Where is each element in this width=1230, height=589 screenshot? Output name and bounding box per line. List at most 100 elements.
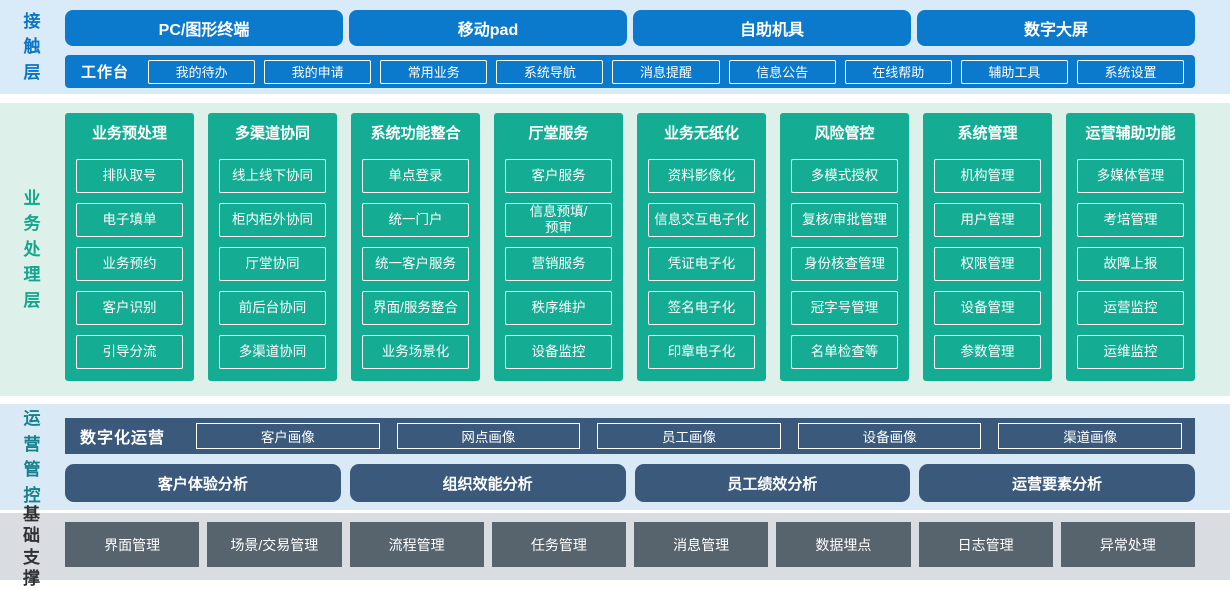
business-item: 凭证电子化 bbox=[648, 247, 755, 281]
business-column-title: 业务预处理 bbox=[91, 125, 167, 142]
business-column-title: 业务无纸化 bbox=[663, 125, 739, 142]
contact-layer-band: 接触层 PC/图形终端 移动pad 自助机具 数字大屏 工作台 我的待办 我的申… bbox=[0, 0, 1230, 94]
digital-operations-item: 客户画像 bbox=[196, 423, 380, 449]
business-item: 多渠道协同 bbox=[219, 335, 326, 369]
business-item: 考培管理 bbox=[1077, 203, 1184, 237]
business-item: 资料影像化 bbox=[648, 159, 755, 193]
business-column: 厅堂服务 客户服务 信息预填/ 预审 营销服务 秩序维护 设备监控 bbox=[494, 113, 623, 381]
digital-operations-item: 设备画像 bbox=[797, 423, 982, 449]
operations-control-label: 运营管控 bbox=[0, 404, 64, 510]
business-columns: 业务预处理 排队取号 电子填单 业务预约 客户识别 引导分流 多渠道协同 bbox=[65, 103, 1195, 381]
base-support-band: 基础支撑 界面管理 场景/交易管理 流程管理 任务管理 消息管理 数据埋点 日志… bbox=[0, 505, 1230, 588]
business-item: 机构管理 bbox=[934, 159, 1041, 193]
business-item: 前后台协同 bbox=[219, 291, 326, 325]
base-support-item: 异常处理 bbox=[1060, 522, 1195, 567]
operations-control-label-text: 运营管控 bbox=[23, 409, 41, 505]
base-support-item: 任务管理 bbox=[491, 522, 626, 567]
business-item: 客户服务 bbox=[505, 159, 612, 193]
business-column: 风险管控 多模式授权 复核/审批管理 身份核查管理 冠字号管理 名单检查等 bbox=[780, 113, 909, 381]
business-item: 信息预填/ 预审 bbox=[505, 203, 612, 237]
terminal-row: PC/图形终端 移动pad 自助机具 数字大屏 bbox=[65, 0, 1195, 46]
business-column-title: 系统管理 bbox=[957, 125, 1018, 142]
terminal-box: 数字大屏 bbox=[917, 10, 1195, 46]
business-item: 设备管理 bbox=[934, 291, 1041, 325]
business-column: 运营辅助功能 多媒体管理 考培管理 故障上报 运营监控 运维监控 bbox=[1066, 113, 1195, 381]
workbench-item: 系统设置 bbox=[1076, 59, 1184, 84]
base-support-item: 场景/交易管理 bbox=[207, 522, 342, 567]
digital-operations-item: 渠道画像 bbox=[998, 423, 1182, 449]
business-item: 柜内柜外协同 bbox=[219, 203, 326, 237]
business-layer-label-text: 业务处理层 bbox=[23, 188, 41, 310]
digital-operations-label: 数字化运营 bbox=[80, 430, 166, 447]
workbench-label: 工作台 bbox=[81, 64, 130, 81]
base-support-item: 日志管理 bbox=[918, 522, 1053, 567]
base-support-item: 消息管理 bbox=[634, 522, 769, 567]
business-column: 系统管理 机构管理 用户管理 权限管理 设备管理 参数管理 bbox=[923, 113, 1052, 381]
business-item: 秩序维护 bbox=[505, 291, 612, 325]
business-item: 冠字号管理 bbox=[791, 291, 898, 325]
business-column-title: 运营辅助功能 bbox=[1085, 125, 1176, 142]
analysis-box: 客户体验分析 bbox=[65, 464, 341, 502]
business-column-title: 厅堂服务 bbox=[528, 125, 589, 142]
contact-layer-label: 接触层 bbox=[0, 0, 64, 94]
business-item: 运维监控 bbox=[1077, 335, 1184, 369]
terminal-box: 移动pad bbox=[349, 10, 627, 46]
business-item: 参数管理 bbox=[934, 335, 1041, 369]
business-item: 引导分流 bbox=[76, 335, 183, 369]
business-layer-band: 业务处理层 业务预处理 排队取号 电子填单 业务预约 客户识别 引导分流 bbox=[0, 103, 1230, 396]
business-item: 权限管理 bbox=[934, 247, 1041, 281]
business-item: 业务预约 bbox=[76, 247, 183, 281]
business-layer-label: 业务处理层 bbox=[0, 103, 64, 396]
business-item: 界面/服务整合 bbox=[362, 291, 469, 325]
business-item: 印章电子化 bbox=[648, 335, 755, 369]
business-column-title: 多渠道协同 bbox=[234, 125, 310, 142]
terminal-box: 自助机具 bbox=[633, 10, 911, 46]
operations-control-band: 运营管控 数字化运营 客户画像 网点画像 员工画像 设备画像 渠道画像 客户体验… bbox=[0, 404, 1230, 510]
workbench-item: 辅助工具 bbox=[960, 59, 1068, 84]
business-column-title: 系统功能整合 bbox=[370, 125, 461, 142]
business-item: 多媒体管理 bbox=[1077, 159, 1184, 193]
business-item: 名单检查等 bbox=[791, 335, 898, 369]
business-column: 系统功能整合 单点登录 统一门户 统一客户服务 界面/服务整合 业务场景化 bbox=[351, 113, 480, 381]
business-item: 客户识别 bbox=[76, 291, 183, 325]
business-column: 业务无纸化 资料影像化 信息交互电子化 凭证电子化 签名电子化 印章电子化 bbox=[637, 113, 766, 381]
analysis-box: 组织效能分析 bbox=[349, 464, 626, 502]
business-item: 运营监控 bbox=[1077, 291, 1184, 325]
business-item: 身份核查管理 bbox=[791, 247, 898, 281]
workbench-item: 消息提醒 bbox=[612, 59, 720, 84]
base-support-item: 界面管理 bbox=[65, 522, 200, 567]
base-support-item: 数据埋点 bbox=[776, 522, 911, 567]
workbench-bar: 工作台 我的待办 我的申请 常用业务 系统导航 消息提醒 信息公告 在线帮助 辅… bbox=[65, 55, 1195, 88]
business-column-title: 风险管控 bbox=[814, 125, 875, 142]
digital-operations-item: 员工画像 bbox=[597, 423, 781, 449]
workbench-item: 在线帮助 bbox=[844, 59, 952, 84]
business-item: 营销服务 bbox=[505, 247, 612, 281]
base-support-label: 基础支撑 bbox=[0, 505, 64, 588]
workbench-item: 我的待办 bbox=[148, 59, 256, 84]
business-item: 排队取号 bbox=[76, 159, 183, 193]
digital-operations-bar: 数字化运营 客户画像 网点画像 员工画像 设备画像 渠道画像 bbox=[65, 418, 1195, 454]
digital-operations-item: 网点画像 bbox=[396, 423, 581, 449]
workbench-item: 我的申请 bbox=[264, 59, 372, 84]
workbench-item: 系统导航 bbox=[496, 59, 604, 84]
business-item: 设备监控 bbox=[505, 335, 612, 369]
business-column: 多渠道协同 线上线下协同 柜内柜外协同 厅堂协同 前后台协同 多渠道协同 bbox=[208, 113, 337, 381]
terminal-box: PC/图形终端 bbox=[65, 10, 343, 46]
business-item: 单点登录 bbox=[362, 159, 469, 193]
business-item: 多模式授权 bbox=[791, 159, 898, 193]
workbench-item: 信息公告 bbox=[728, 59, 836, 84]
analysis-box: 员工绩效分析 bbox=[634, 464, 911, 502]
business-item: 故障上报 bbox=[1077, 247, 1184, 281]
business-item: 统一客户服务 bbox=[362, 247, 469, 281]
workbench-item: 常用业务 bbox=[380, 59, 488, 84]
base-support-row: 界面管理 场景/交易管理 流程管理 任务管理 消息管理 数据埋点 日志管理 异常… bbox=[65, 522, 1195, 567]
business-item: 统一门户 bbox=[362, 203, 469, 237]
base-support-label-text: 基础支撑 bbox=[23, 505, 41, 588]
business-item: 用户管理 bbox=[934, 203, 1041, 237]
business-item: 业务场景化 bbox=[362, 335, 469, 369]
business-column: 业务预处理 排队取号 电子填单 业务预约 客户识别 引导分流 bbox=[65, 113, 194, 381]
business-item: 厅堂协同 bbox=[219, 247, 326, 281]
business-item: 签名电子化 bbox=[648, 291, 755, 325]
contact-layer-label-text: 接触层 bbox=[23, 11, 41, 82]
analysis-row: 客户体验分析 组织效能分析 员工绩效分析 运营要素分析 bbox=[65, 464, 1195, 502]
